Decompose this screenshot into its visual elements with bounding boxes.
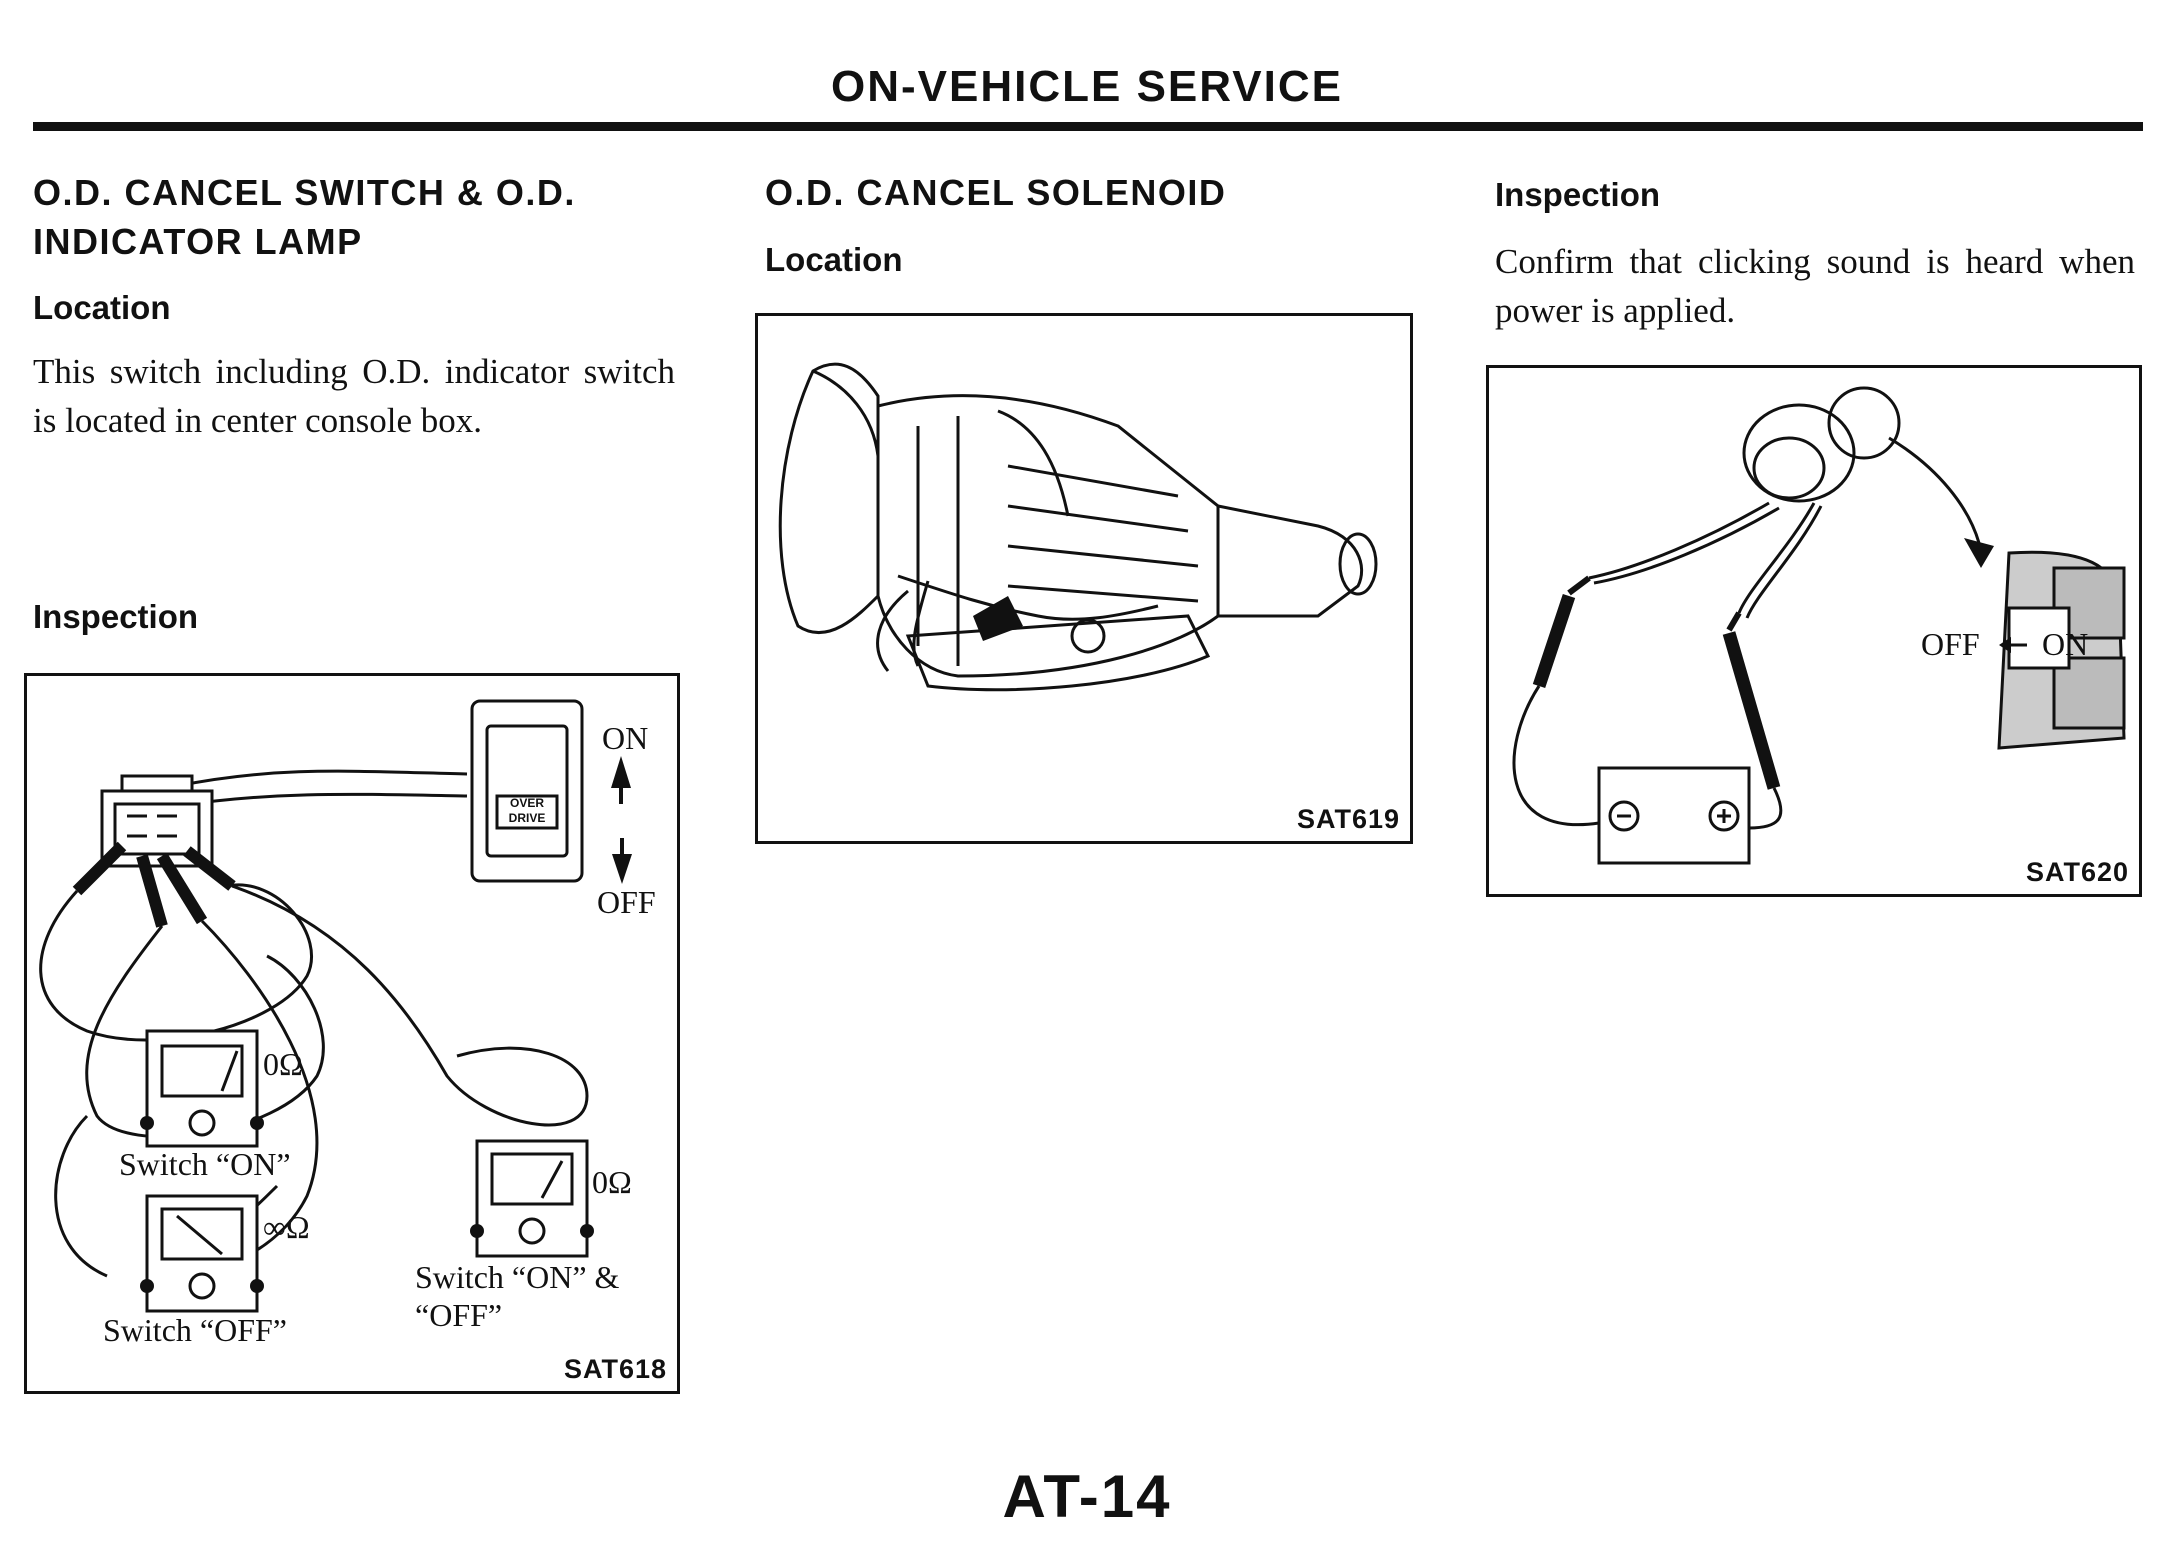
switch-on-label: ON	[602, 720, 649, 756]
page-number: AT-14	[1002, 1463, 1172, 1530]
inspection-text: Confirm that clicking sound is heard whe…	[1495, 242, 2135, 330]
location-heading: Location	[33, 289, 171, 326]
transmission-illustration	[778, 362, 1378, 692]
solenoid-on-label: ON	[2042, 626, 2089, 662]
figure-code: SAT620	[2025, 857, 2129, 887]
meter1-reading: 0Ω	[263, 1046, 303, 1082]
section-title-line: O.D. CANCEL SWITCH & O.D.	[33, 172, 576, 213]
figure-sat618: ON OFF OVER DRIVE 0Ω Switch “ON” ∞Ω Swit…	[24, 673, 680, 1394]
inspection-heading: Inspection	[1495, 176, 1661, 213]
figure-sat620: OFF ON SAT620	[1486, 365, 2142, 897]
meter3-reading: 0Ω	[592, 1164, 632, 1200]
switch-off-label: OFF	[597, 884, 656, 920]
section-title-od-cancel-solenoid: O.D. CANCEL SOLENOID	[765, 172, 1227, 213]
section-title-od-cancel-switch: O.D. CANCEL SWITCH & O.D. INDICATOR LAMP	[33, 168, 683, 266]
figure-sat619: SAT619	[755, 313, 1413, 844]
header-rule	[33, 122, 2143, 131]
meter2-reading: ∞Ω	[263, 1209, 310, 1245]
inspection-heading: Inspection	[33, 598, 199, 635]
section-title-line: INDICATOR LAMP	[33, 221, 363, 262]
meter3-caption-line: “OFF”	[415, 1297, 503, 1333]
meter3-caption: Switch “ON” & “OFF”	[415, 1258, 619, 1334]
overdrive-button-label: OVER DRIVE	[497, 796, 557, 826]
figure-code: SAT618	[563, 1354, 667, 1384]
solenoid-off-label: OFF	[1921, 626, 1980, 662]
location-heading: Location	[765, 241, 903, 278]
meter3-caption-line: Switch “ON” &	[415, 1259, 620, 1295]
overdrive-line: OVER	[509, 796, 544, 810]
solenoid-test-diagram	[1512, 386, 2126, 865]
meter2-caption: Switch “OFF”	[103, 1312, 287, 1348]
figure-code: SAT619	[1296, 804, 1400, 834]
overdrive-line: DRIVE	[508, 811, 546, 825]
page-header-title: ON-VEHICLE SERVICE	[831, 62, 1343, 111]
meter1-caption: Switch “ON”	[119, 1146, 291, 1182]
switch-inspection-diagram	[39, 699, 632, 1313]
location-text: This switch including O.D. indicator swi…	[33, 352, 675, 440]
